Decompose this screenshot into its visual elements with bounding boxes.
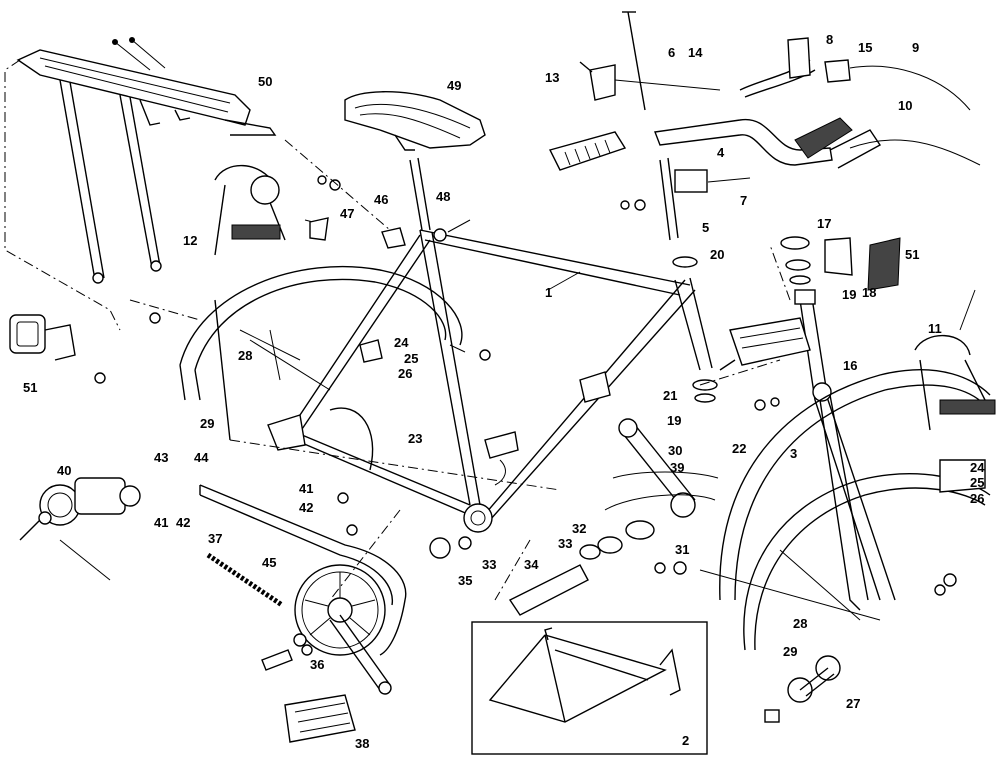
label-11: 11 — [928, 321, 942, 336]
label-31: 31 — [675, 542, 689, 557]
label-47: 47 — [340, 206, 354, 221]
label-1: 1 — [545, 285, 552, 300]
label-10: 10 — [898, 98, 912, 113]
label-26b: 26 — [970, 491, 984, 506]
label-22: 22 — [732, 441, 746, 456]
pedal-right — [719, 317, 811, 371]
label-23: 23 — [408, 431, 422, 446]
rear-mudguard — [179, 265, 463, 471]
label-4: 4 — [717, 145, 725, 160]
label-46: 46 — [374, 192, 388, 207]
handlebar — [654, 117, 882, 169]
label-20: 20 — [710, 247, 724, 262]
label-51b: 51 — [905, 247, 919, 262]
label-26a: 26 — [398, 366, 412, 381]
label-40: 40 — [57, 463, 71, 478]
label-12: 12 — [183, 233, 197, 248]
brake-lever-left — [739, 37, 971, 111]
rear-hub — [19, 477, 141, 581]
front-hub — [764, 655, 841, 723]
chainwheel — [294, 564, 392, 695]
label-24b: 24 — [970, 460, 985, 475]
label-7: 7 — [740, 193, 747, 208]
label-36: 36 — [310, 657, 324, 672]
reflector-rear — [9, 314, 76, 361]
handlebar-grip — [548, 131, 627, 171]
label-16: 16 — [843, 358, 857, 373]
label-14: 14 — [688, 45, 703, 60]
label-24a: 24 — [394, 335, 409, 350]
headset — [672, 236, 853, 403]
label-32: 32 — [572, 521, 586, 536]
brake-caliper-rear — [214, 164, 286, 256]
label-30: 30 — [668, 443, 682, 458]
label-43: 43 — [154, 450, 168, 465]
label-51a: 51 — [23, 380, 37, 395]
label-41a: 41 — [299, 481, 313, 496]
ladies-frame-inset — [471, 621, 708, 755]
label-41b: 41 — [154, 515, 168, 530]
label-28b: 28 — [793, 616, 807, 631]
label-5: 5 — [702, 220, 709, 235]
front-fork — [794, 289, 896, 611]
label-25b: 25 — [970, 475, 984, 490]
label-25a: 25 — [404, 351, 418, 366]
label-29b: 29 — [783, 644, 797, 659]
label-9: 9 — [912, 40, 919, 55]
label-34: 34 — [524, 557, 539, 572]
label-21: 21 — [663, 388, 677, 403]
bottom-bracket-parts — [429, 418, 696, 616]
label-29a: 29 — [200, 416, 214, 431]
label-42b: 42 — [176, 515, 190, 530]
label-27: 27 — [846, 696, 860, 711]
chain-guard — [199, 484, 407, 656]
label-38: 38 — [355, 736, 369, 751]
saddle — [344, 91, 486, 151]
label-48: 48 — [436, 189, 450, 204]
label-28a: 28 — [238, 348, 252, 363]
pedal-left — [284, 694, 356, 743]
rear-carrier — [16, 37, 277, 284]
label-37: 37 — [208, 531, 222, 546]
frame — [267, 227, 713, 533]
label-45: 45 — [262, 555, 276, 570]
gear-shifter — [579, 11, 721, 111]
part-labels: 1 2 3 4 5 6 7 8 9 10 11 12 13 14 15 16 1… — [23, 32, 985, 751]
label-33b: 33 — [482, 557, 496, 572]
label-19a: 19 — [842, 287, 856, 302]
handlebar-stem — [620, 157, 751, 241]
label-6: 6 — [668, 45, 675, 60]
reflector-front — [867, 237, 901, 291]
label-33a: 33 — [558, 536, 572, 551]
label-35: 35 — [458, 573, 472, 588]
label-18: 18 — [862, 285, 876, 300]
label-42a: 42 — [299, 500, 313, 515]
label-8: 8 — [826, 32, 833, 47]
label-15: 15 — [858, 40, 872, 55]
label-17: 17 — [817, 216, 831, 231]
label-13: 13 — [545, 70, 559, 85]
label-3: 3 — [790, 446, 797, 461]
brake-caliper-front — [914, 289, 996, 431]
label-19b: 19 — [667, 413, 681, 428]
label-39: 39 — [670, 460, 684, 475]
label-44: 44 — [194, 450, 209, 465]
label-49: 49 — [447, 78, 461, 93]
label-50: 50 — [258, 74, 272, 89]
label-2: 2 — [682, 733, 689, 748]
